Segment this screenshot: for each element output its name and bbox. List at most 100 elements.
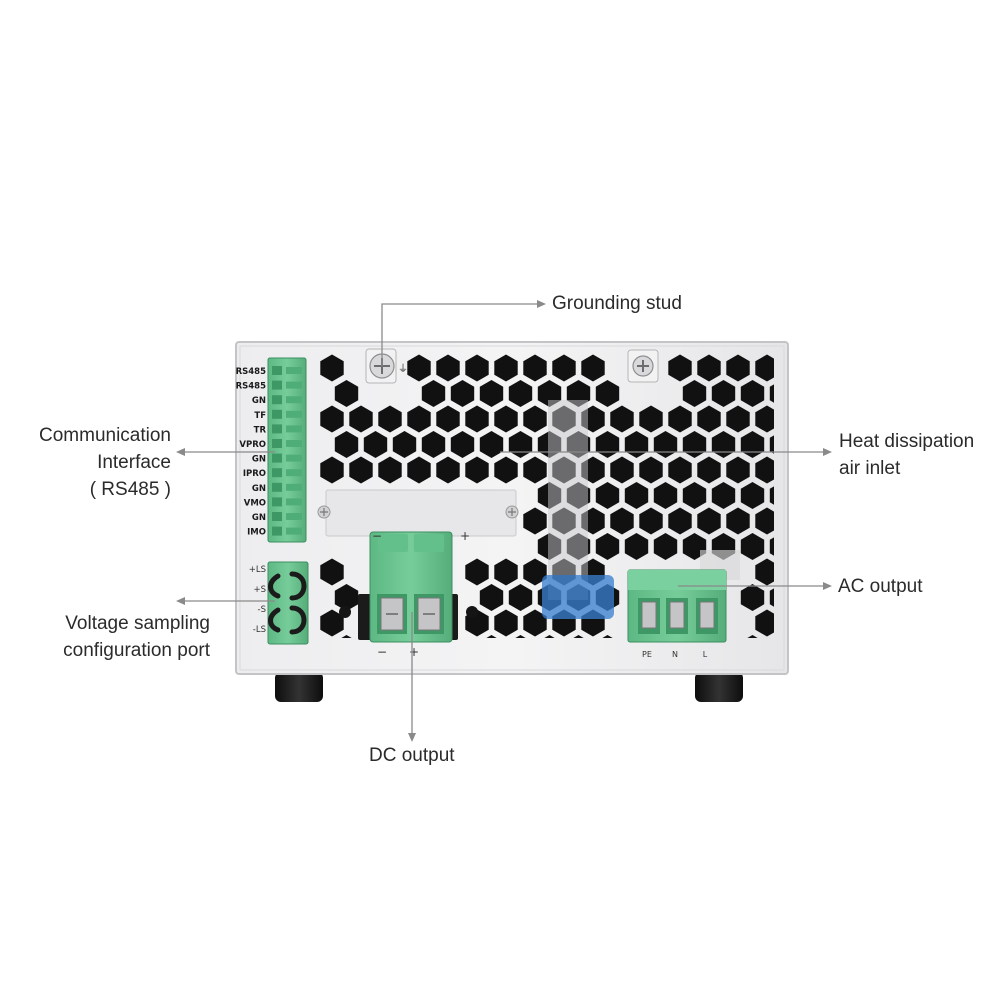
- vent-hole: [755, 507, 774, 535]
- terminal-label: RS485: [236, 382, 266, 392]
- vent-hole: [653, 431, 678, 458]
- vent-hole: [668, 405, 692, 433]
- vent-hole: [544, 635, 555, 638]
- ac-terminal-label: PE: [642, 650, 652, 659]
- dc-top-minus: −: [372, 529, 382, 543]
- vent-hole: [363, 431, 388, 458]
- vent-hole: [523, 558, 547, 586]
- ac-output-label: AC output: [838, 576, 923, 597]
- vent-hole: [740, 584, 765, 611]
- sense-label: +S: [253, 585, 266, 595]
- terminal-screw: [286, 513, 302, 520]
- vent-hole: [407, 354, 431, 382]
- vent-hole: [581, 405, 605, 433]
- vent-hole: [653, 533, 678, 560]
- terminal-screw: [286, 440, 302, 447]
- voltage-sampling-callout: Voltage sampling configuration port: [63, 610, 210, 664]
- vent-hole: [769, 537, 774, 556]
- vent-hole: [726, 456, 750, 484]
- terminal-screw: [286, 410, 302, 418]
- vent-hole: [320, 405, 344, 433]
- comm-label-line-1: Communication: [39, 425, 171, 446]
- vent-hole: [726, 354, 750, 382]
- heat-dissipation-callout: Heat dissipation air inlet: [839, 428, 974, 482]
- heat-label-line-2: air inlet: [839, 458, 901, 479]
- vent-hole: [552, 405, 576, 433]
- vent-hole: [769, 384, 774, 403]
- vent-hole: [320, 609, 344, 637]
- vent-hole: [755, 609, 774, 637]
- vent-hole: [726, 405, 750, 433]
- vent-hole: [320, 558, 344, 586]
- vent-hole: [799, 584, 822, 611]
- terminal-pin: [272, 512, 282, 521]
- vent-hole: [769, 486, 774, 505]
- terminal-label: GN: [252, 484, 266, 494]
- vent-hole: [566, 533, 591, 560]
- vent-hole: [523, 609, 547, 637]
- vent-hole: [566, 380, 591, 407]
- ac-terminal-label: N: [672, 650, 678, 659]
- vent-hole: [668, 456, 692, 484]
- comm-label-line-2: Interface: [97, 452, 171, 473]
- vent-hole: [697, 405, 721, 433]
- vent-hole: [595, 482, 620, 509]
- vent-hole: [436, 405, 460, 433]
- grounding-leader: [381, 303, 540, 366]
- terminal-pin: [272, 424, 282, 434]
- terminal-label: IPRO: [243, 469, 266, 479]
- vent-hole: [334, 584, 359, 611]
- vent-hole: [515, 635, 526, 638]
- vent-hole: [755, 354, 774, 382]
- vent-hole: [320, 456, 344, 484]
- vent-hole: [573, 635, 584, 638]
- vent-hole: [610, 405, 634, 433]
- terminal-label: TR: [254, 425, 267, 435]
- dc-output-label: DC output: [369, 745, 455, 766]
- vent-hole: [479, 431, 504, 458]
- vent-hole: [740, 380, 765, 407]
- vent-hole: [799, 431, 822, 458]
- vent-hole: [450, 380, 475, 407]
- vent-hole: [436, 354, 460, 382]
- terminal-label: GN: [252, 513, 266, 523]
- vent-hole: [610, 456, 634, 484]
- vent-hole: [755, 558, 774, 586]
- vent-hole: [349, 456, 373, 484]
- vent-hole: [479, 584, 504, 611]
- terminal-screw: [286, 367, 302, 374]
- dc-bottom-plus: +: [409, 645, 419, 659]
- vent-hole: [697, 456, 721, 484]
- vent-hole: [595, 431, 620, 458]
- vent-hole: [740, 431, 765, 458]
- vent-hole: [595, 380, 620, 407]
- sense-label: -S: [258, 605, 266, 615]
- terminal-pin: [272, 497, 282, 507]
- vent-hole: [486, 635, 497, 638]
- vent-hole: [450, 431, 475, 458]
- terminal-label: IMO: [247, 528, 266, 538]
- label-plate: [325, 489, 517, 537]
- terminal-pin: [272, 526, 282, 536]
- vent-hole: [479, 380, 504, 407]
- vent-hole: [552, 354, 576, 382]
- svg-text:⏚: ⏚: [398, 363, 408, 375]
- terminal-pin: [272, 409, 282, 419]
- vent-hole: [581, 354, 605, 382]
- vent-hole: [769, 588, 774, 607]
- terminal-label: GN: [252, 396, 266, 406]
- terminal-screw: [286, 469, 302, 477]
- grounding-stud-callout: Grounding stud: [552, 290, 682, 317]
- vent-hole: [436, 456, 460, 484]
- sense-label: -LS: [253, 625, 266, 635]
- grounding-stud-label: Grounding stud: [552, 293, 682, 314]
- vent-hole: [523, 507, 547, 535]
- leader-lines: [182, 303, 826, 736]
- terminal-screw: [286, 381, 302, 389]
- terminal-label: VMO: [244, 498, 266, 508]
- vent-hole: [407, 456, 431, 484]
- vent-hole: [740, 533, 765, 560]
- vent-hole: [378, 456, 402, 484]
